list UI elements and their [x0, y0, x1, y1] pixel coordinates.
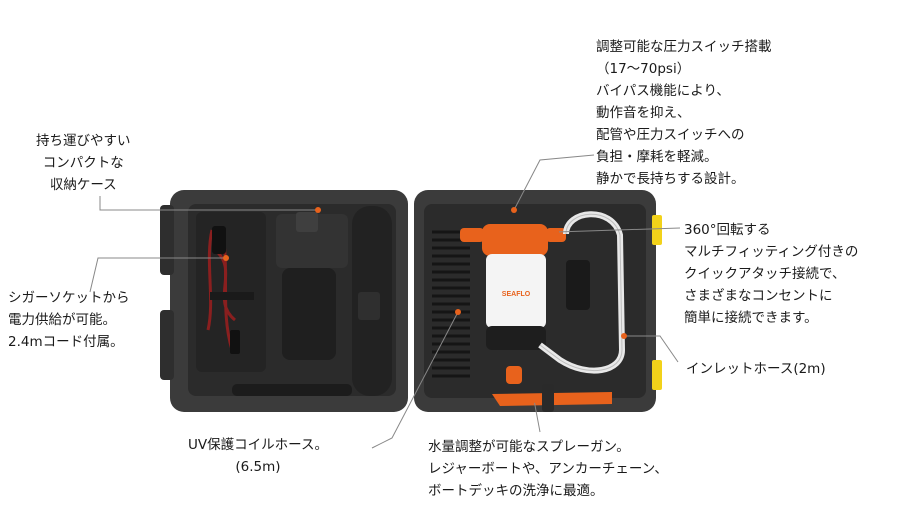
callout-fitting: 360°回転する マルチフィッティング付きの クイックアタッチ接続で、 さまざま…	[684, 219, 858, 329]
callout-line: 360°回転する	[684, 222, 771, 238]
callout-line: 負担・摩耗を軽減。	[596, 149, 718, 165]
callout-line: 電力供給が可能。	[8, 312, 116, 328]
callout-line: 収納ケース	[49, 177, 117, 193]
callout-cigar-socket: シガーソケットから 電力供給が可能。 2.4mコード付属。	[8, 287, 130, 353]
callout-line: (6.5m)	[235, 459, 281, 475]
callout-line: 調整可能な圧力スイッチ搭載	[596, 39, 772, 55]
case-right-half: SEAFLO	[414, 190, 662, 412]
callout-line: 配管や圧力スイッチへの	[596, 127, 745, 143]
callout-line: バイパス機能により、	[596, 83, 730, 99]
callout-line: ボートデッキの洗浄に最適。	[428, 483, 604, 499]
callout-line: さまざまなコンセントに	[684, 288, 833, 304]
callout-line: マルチフィッティング付きの	[684, 244, 859, 260]
pump-brand-label: SEAFLO	[502, 291, 531, 298]
callout-pump: 調整可能な圧力スイッチ搭載 （17〜70psi） バイパス機能により、 動作音を…	[596, 36, 772, 190]
callout-line: 静かで長持ちする設計。	[596, 171, 745, 187]
callout-uv-hose: UV保護コイルホース。 (6.5m)	[188, 434, 328, 478]
callout-line: （17〜70psi）	[596, 61, 691, 77]
case-left-half	[160, 190, 408, 412]
callout-line: 持ち運びやすい	[36, 133, 131, 149]
callout-line: 2.4mコード付属。	[8, 334, 124, 350]
callout-line: 簡単に接続できます。	[684, 310, 818, 326]
callout-line: 水量調整が可能なスプレーガン。	[428, 439, 630, 455]
callout-line: コンパクトな	[42, 155, 124, 171]
callout-case: 持ち運びやすい コンパクトな 収納ケース	[36, 130, 131, 196]
callout-line: インレットホース(2m)	[686, 361, 826, 377]
callout-line: クイックアタッチ接続で、	[684, 266, 846, 282]
callout-line: UV保護コイルホース。	[188, 437, 328, 453]
callout-spray-gun: 水量調整が可能なスプレーガン。 レジャーボートや、アンカーチェーン、 ボートデッ…	[428, 436, 668, 502]
callout-line: シガーソケットから	[8, 290, 130, 306]
callout-inlet-hose: インレットホース(2m)	[686, 358, 826, 380]
callout-line: 動作音を抑え、	[596, 105, 691, 121]
leader-lines	[89, 154, 681, 449]
callout-line: レジャーボートや、アンカーチェーン、	[428, 461, 668, 477]
